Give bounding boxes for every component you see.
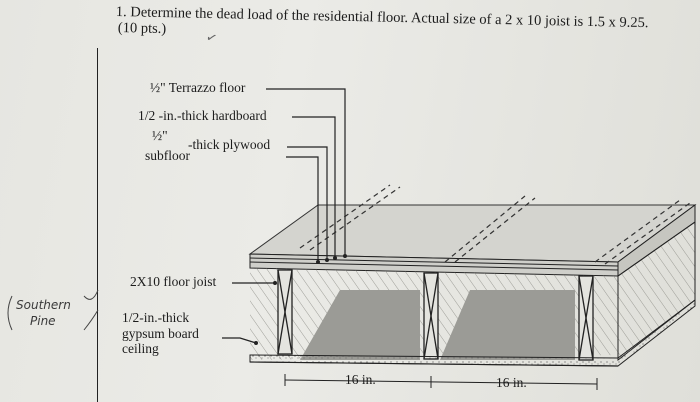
joist-3 [578, 275, 594, 361]
cavity-shadow-1 [300, 290, 420, 360]
label-terrazzo: ½" Terrazzo floor [150, 80, 246, 95]
handwritten-note-line1: Southern [16, 298, 71, 312]
label-gypsum-3: ceiling [122, 341, 159, 356]
label-plywood-fraction: ½" [152, 128, 168, 143]
joist-1 [277, 269, 293, 355]
cavity-shadow-2 [440, 290, 575, 360]
label-spacing-1: 16 in. [345, 372, 376, 387]
handwritten-brace [7, 289, 99, 331]
label-joist: 2X10 floor joist [130, 274, 217, 289]
label-gypsum-1: 1/2-in.-thick [122, 310, 190, 325]
handwritten-note-line2: Pine [30, 314, 56, 328]
margin-line [97, 48, 98, 402]
dimension-line [284, 374, 598, 390]
floor-top-surface [248, 204, 697, 263]
leader-lines [222, 88, 346, 344]
label-plywood: -thick plywood [188, 137, 271, 152]
label-hardboard: 1/2 -in.-thick hardboard [138, 108, 267, 123]
joist-2 [423, 272, 439, 360]
label-spacing-2: 16 in. [496, 375, 527, 390]
label-subfloor: subfloor [145, 148, 190, 163]
label-gypsum-2: gypsum board [122, 326, 199, 341]
